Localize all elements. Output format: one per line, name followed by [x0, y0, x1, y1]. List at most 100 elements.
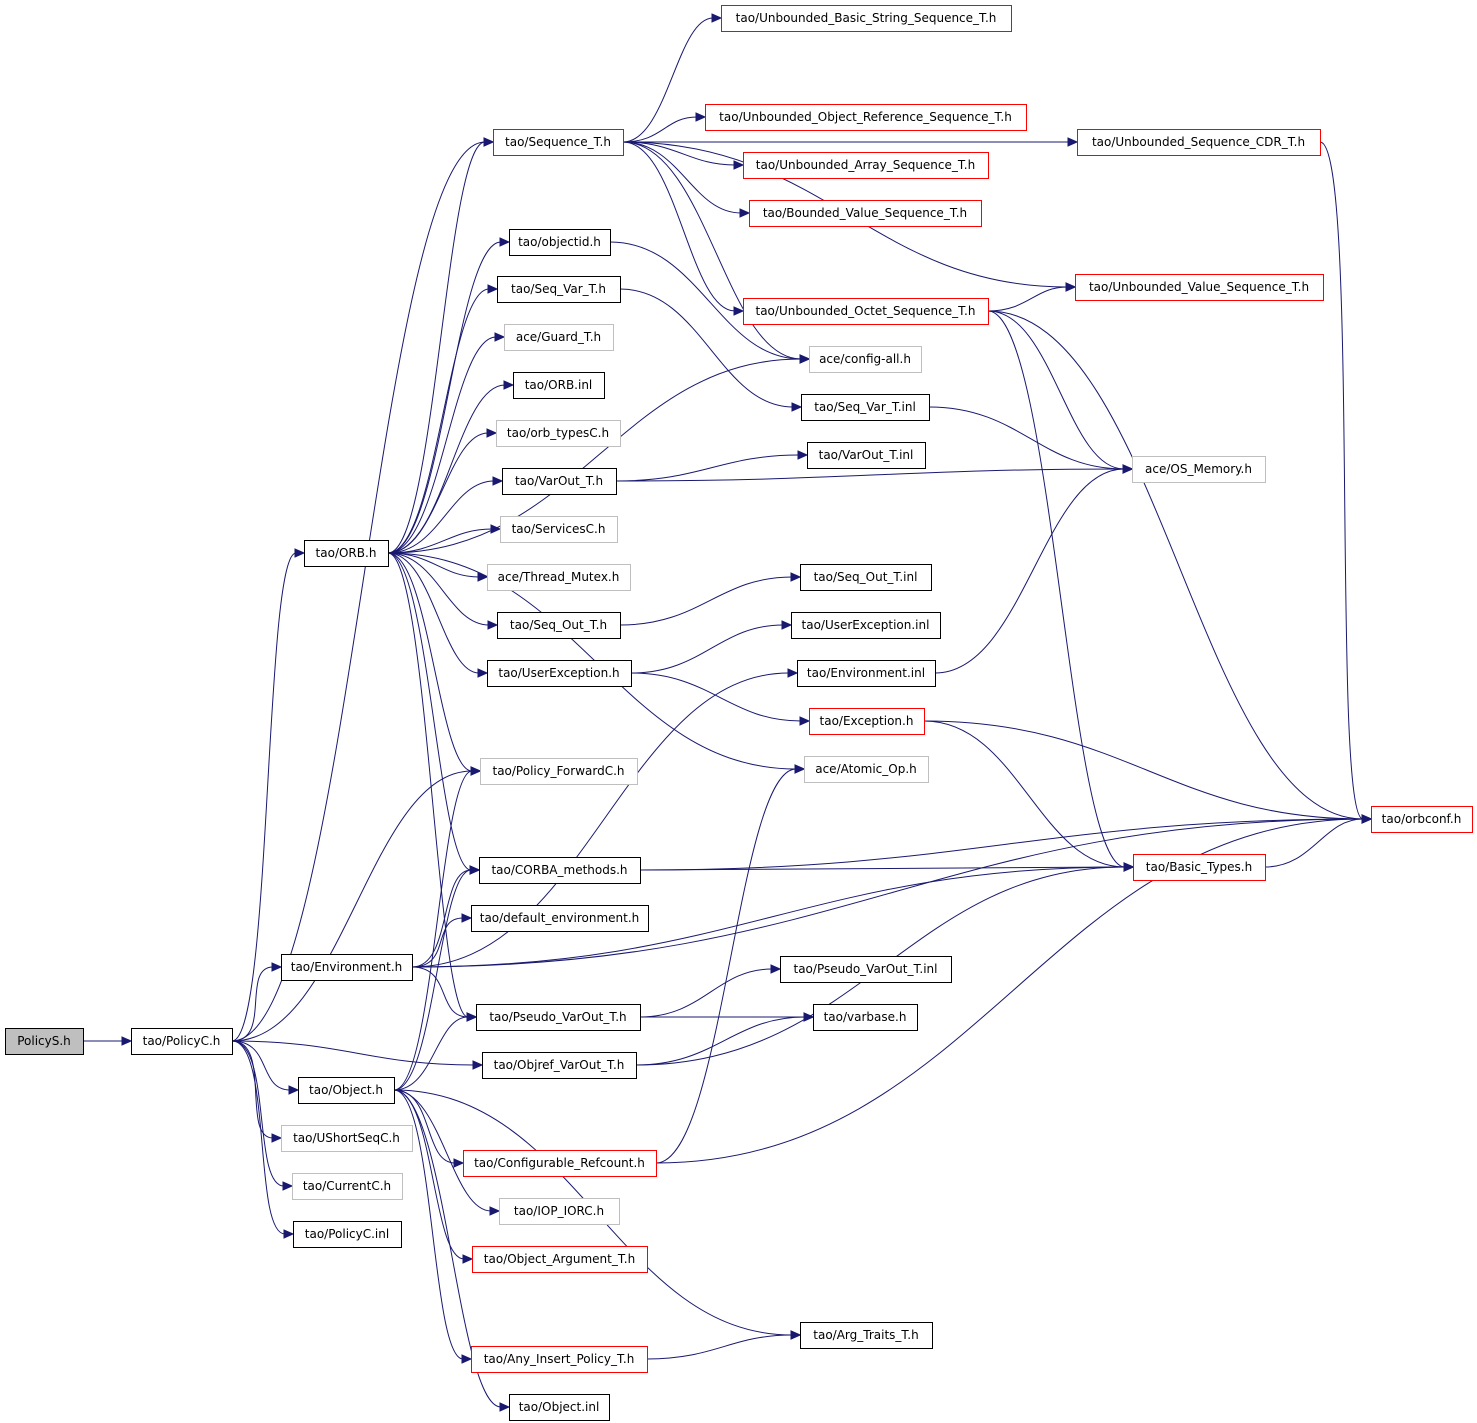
edge-configurable-refcount-h-to-orbconf-h: [655, 818, 1364, 1164]
node-ace-os-memory-h[interactable]: ace/OS_Memory.h: [1132, 456, 1266, 483]
arrowhead: [1065, 282, 1077, 292]
arrowhead: [1122, 464, 1134, 474]
node-tao-orbconf-h[interactable]: tao/orbconf.h: [1371, 806, 1473, 833]
node-box: [487, 660, 632, 687]
node-box: [1077, 129, 1321, 156]
node-tao-unbounded-sequence-cdr-t-h[interactable]: tao/Unbounded_Sequence_CDR_T.h: [1077, 129, 1321, 156]
node-label: ace/config-all.h: [819, 352, 911, 366]
node-label: tao/Objref_VarOut_T.h: [494, 1058, 625, 1072]
node-box: [281, 954, 413, 981]
node-tao-object-inl[interactable]: tao/Object.inl: [509, 1394, 610, 1421]
node-tao-environment-h[interactable]: tao/Environment.h: [281, 954, 413, 981]
node-tao-object-h[interactable]: tao/Object.h: [298, 1077, 395, 1104]
node-tao-seq-out-t-inl[interactable]: tao/Seq_Out_T.inl: [800, 564, 932, 591]
node-ace-thread-mutex-h[interactable]: ace/Thread_Mutex.h: [487, 564, 631, 591]
node-tao-servicesc-h[interactable]: tao/ServicesC.h: [500, 516, 618, 543]
node-label: tao/CurrentC.h: [303, 1179, 391, 1193]
edge-unb-octet-to-unb-value: [987, 286, 1068, 312]
edge-policyc-h-to-policyc-inl: [231, 1040, 286, 1235]
node-tao-bounded-value-sequence-t-h[interactable]: tao/Bounded_Value_Sequence_T.h: [749, 200, 982, 227]
node-label: tao/Basic_Types.h: [1146, 860, 1252, 874]
node-label: tao/Seq_Out_T.inl: [814, 570, 918, 584]
edge-object-h-to-iop-iorc-h: [393, 1089, 492, 1212]
node-label: tao/UserException.inl: [802, 618, 930, 632]
node-label: tao/IOP_IORC.h: [514, 1204, 604, 1218]
node-tao-policyc-inl[interactable]: tao/PolicyC.inl: [293, 1221, 402, 1248]
node-box: [482, 1052, 637, 1079]
node-box: [813, 1004, 918, 1031]
node-tao-arg-traits-t-h[interactable]: tao/Arg_Traits_T.h: [800, 1322, 933, 1349]
node-tao-varout-t-inl[interactable]: tao/VarOut_T.inl: [807, 442, 926, 469]
node-tao-sequence-t-h[interactable]: tao/Sequence_T.h: [493, 129, 624, 156]
node-tao-ushortseqc-h[interactable]: tao/UShortSeqC.h: [281, 1125, 413, 1152]
arrowhead: [462, 1254, 474, 1264]
node-tao-varbase-h[interactable]: tao/varbase.h: [813, 1004, 918, 1031]
node-tao-policy-forwardc-h[interactable]: tao/Policy_ForwardC.h: [480, 758, 638, 785]
node-tao-orb-h[interactable]: tao/ORB.h: [304, 540, 389, 567]
node-tao-policyc-h[interactable]: tao/PolicyC.h: [131, 1028, 233, 1055]
node-box: [743, 152, 989, 179]
node-tao-basic-types-h[interactable]: tao/Basic_Types.h: [1133, 854, 1266, 881]
node-tao-unbounded-object-reference-sequence-t-h[interactable]: tao/Unbounded_Object_Reference_Sequence_…: [705, 104, 1027, 131]
node-tao-any-insert-policy-t-h[interactable]: tao/Any_Insert_Policy_T.h: [471, 1346, 648, 1373]
edge-objectid-h-to-config-all-h: [609, 241, 802, 360]
node-tao-seq-var-t-h[interactable]: tao/Seq_Var_T.h: [497, 276, 621, 303]
node-label: tao/Pseudo_VarOut_T.inl: [794, 962, 938, 976]
node-tao-currentc-h[interactable]: tao/CurrentC.h: [292, 1173, 403, 1200]
arrowhead: [271, 962, 283, 972]
node-tao-environment-inl[interactable]: tao/Environment.inl: [797, 660, 936, 687]
node-ace-config-all-h[interactable]: ace/config-all.h: [809, 346, 922, 373]
node-tao-seq-var-t-inl[interactable]: tao/Seq_Var_T.inl: [801, 394, 930, 421]
arrowhead: [472, 1060, 484, 1070]
node-tao-pseudo-varout-t-h[interactable]: tao/Pseudo_VarOut_T.h: [476, 1004, 641, 1031]
arrowhead: [121, 1036, 133, 1046]
node-tao-exception-h[interactable]: tao/Exception.h: [809, 708, 925, 735]
node-policys-h[interactable]: PolicyS.h: [5, 1028, 84, 1055]
arrowhead: [787, 668, 799, 678]
node-ace-guard-t-h[interactable]: ace/Guard_T.h: [504, 324, 614, 351]
node-box: [281, 1125, 413, 1152]
node-label: tao/Sequence_T.h: [505, 135, 611, 149]
node-tao-iop-iorc-h[interactable]: tao/IOP_IORC.h: [499, 1198, 620, 1225]
arrowhead: [1361, 814, 1373, 824]
node-label: tao/CORBA_methods.h: [491, 863, 627, 877]
node-ace-atomic-op-h[interactable]: ace/Atomic_Op.h: [804, 756, 929, 783]
edge-object-h-to-corba-methods-h: [393, 869, 472, 1091]
node-box: [797, 660, 936, 687]
node-tao-userexception-inl[interactable]: tao/UserException.inl: [791, 612, 941, 639]
edge-orb-h-to-orb-typesc-h: [387, 432, 489, 554]
node-tao-default-environment-h[interactable]: tao/default_environment.h: [471, 905, 649, 932]
node-box: [497, 276, 621, 303]
node-tao-configurable-refcount-h[interactable]: tao/Configurable_Refcount.h: [463, 1150, 657, 1177]
node-tao-corba-methods-h[interactable]: tao/CORBA_methods.h: [479, 857, 641, 884]
node-tao-seq-out-t-h[interactable]: tao/Seq_Out_T.h: [497, 612, 621, 639]
node-tao-orb-inl[interactable]: tao/ORB.inl: [513, 372, 605, 399]
edge-environment-h-to-basic-types-h: [411, 866, 1126, 968]
node-tao-varout-t-h[interactable]: tao/VarOut_T.h: [502, 468, 617, 495]
arrowhead: [461, 1354, 473, 1364]
node-tao-pseudo-varout-t-inl[interactable]: tao/Pseudo_VarOut_T.inl: [780, 956, 952, 983]
edge-sequence-t-h-to-config-all-h: [622, 141, 802, 360]
edge-sequence-t-h-to-unb-array: [622, 141, 736, 166]
node-tao-unbounded-value-sequence-t-h[interactable]: tao/Unbounded_Value_Sequence_T.h: [1075, 274, 1324, 301]
node-tao-unbounded-basic-string-sequence-t-h[interactable]: tao/Unbounded_Basic_String_Sequence_T.h: [721, 5, 1012, 32]
node-box: [809, 708, 925, 735]
arrowhead: [486, 428, 498, 438]
node-box: [1075, 274, 1324, 301]
arrowhead: [799, 716, 811, 726]
node-tao-unbounded-array-sequence-t-h[interactable]: tao/Unbounded_Array_Sequence_T.h: [743, 152, 989, 179]
node-tao-object-argument-t-h[interactable]: tao/Object_Argument_T.h: [472, 1246, 648, 1273]
node-tao-unbounded-octet-sequence-t-h[interactable]: tao/Unbounded_Octet_Sequence_T.h: [743, 298, 989, 325]
node-tao-orb-typesc-h[interactable]: tao/orb_typesC.h: [496, 420, 621, 447]
node-label: tao/VarOut_T.h: [515, 474, 603, 488]
arrowhead: [733, 306, 745, 316]
node-box: [293, 1221, 402, 1248]
edges-layer: [83, 13, 1373, 1412]
arrowhead: [499, 237, 511, 247]
node-tao-userexception-h[interactable]: tao/UserException.h: [487, 660, 632, 687]
edge-varout-t-h-to-varout-t-inl: [615, 454, 800, 482]
edge-object-h-to-policy-forwardc-h: [393, 770, 473, 1091]
node-tao-objectid-h[interactable]: tao/objectid.h: [509, 229, 611, 256]
node-tao-objref-varout-t-h[interactable]: tao/Objref_VarOut_T.h: [482, 1052, 637, 1079]
node-label: tao/Unbounded_Array_Sequence_T.h: [756, 158, 975, 172]
